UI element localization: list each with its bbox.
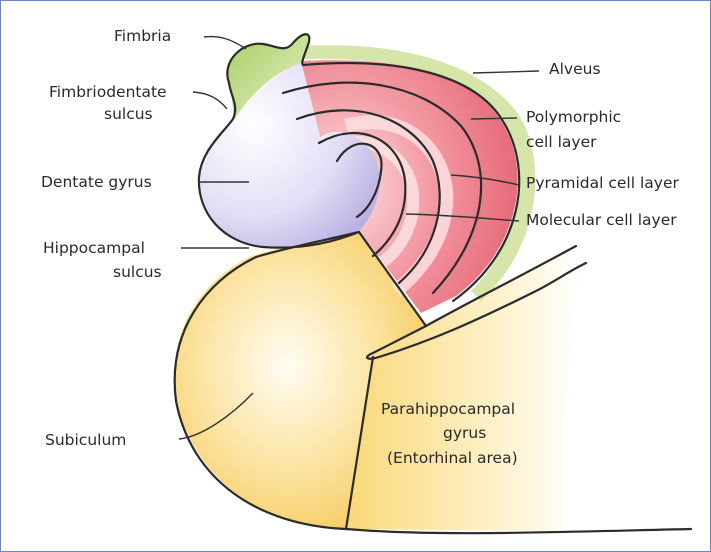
leader-fimbria: [204, 37, 246, 50]
leader-alveus: [473, 71, 539, 73]
label-hippocampal-line1: Hippocampal: [43, 239, 145, 257]
label-subiculum: Subiculum: [45, 431, 126, 449]
label-fimbria: Fimbria: [114, 27, 171, 45]
label-molecular: Molecular cell layer: [526, 211, 677, 229]
label-parahippocampal-line1: Parahippocampal: [381, 400, 515, 418]
label-fimbriodentate-line1: Fimbriodentate: [49, 83, 167, 101]
label-alveus: Alveus: [549, 60, 601, 78]
label-parahippocampal-line3: (Entorhinal area): [387, 449, 518, 467]
leader-fimbriodentate: [193, 92, 227, 109]
label-polymorphic-line2: cell layer: [526, 133, 597, 151]
label-polymorphic-line1: Polymorphic: [526, 108, 621, 126]
label-fimbriodentate-line2: sulcus: [104, 105, 153, 123]
label-pyramidal: Pyramidal cell layer: [526, 174, 679, 192]
label-parahippocampal-line2: gyrus: [443, 424, 486, 442]
label-dentate-gyrus: Dentate gyrus: [41, 173, 152, 191]
leader-polymorphic: [471, 118, 517, 119]
label-hippocampal-line2: sulcus: [113, 263, 162, 281]
